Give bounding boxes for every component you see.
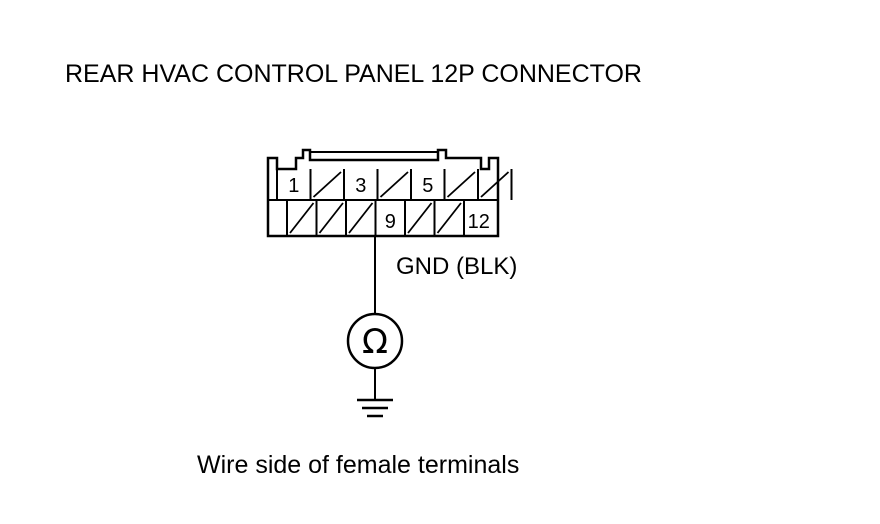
ohmmeter-icon: Ω (346, 312, 404, 370)
unused-terminal-slash (446, 171, 476, 198)
ohm-symbol: Ω (362, 322, 388, 362)
diagram-caption: Wire side of female terminals (197, 451, 520, 479)
terminal-number-3: 3 (355, 175, 366, 197)
unused-terminal-slash (436, 202, 462, 234)
terminal-number-12: 12 (468, 211, 490, 233)
diagram-title: REAR HVAC CONTROL PANEL 12P CONNECTOR (65, 60, 642, 88)
unused-terminal-slash (379, 171, 409, 198)
unused-terminal-slash (312, 171, 342, 198)
terminal-number-5: 5 (422, 175, 433, 197)
connector-housing (266, 148, 500, 238)
terminal-cells: 1 3 5 9 12 (276, 169, 513, 236)
wire-label: GND (BLK) (396, 253, 518, 280)
ground-icon (357, 398, 393, 418)
unused-terminal-slash (289, 202, 315, 234)
terminal-number-1: 1 (288, 175, 299, 197)
unused-terminal-slash (407, 202, 433, 234)
unused-terminal-slash (348, 202, 374, 234)
unused-terminal-slash (480, 171, 510, 198)
terminal-number-9: 9 (385, 211, 396, 233)
unused-terminal-slash (318, 202, 344, 234)
